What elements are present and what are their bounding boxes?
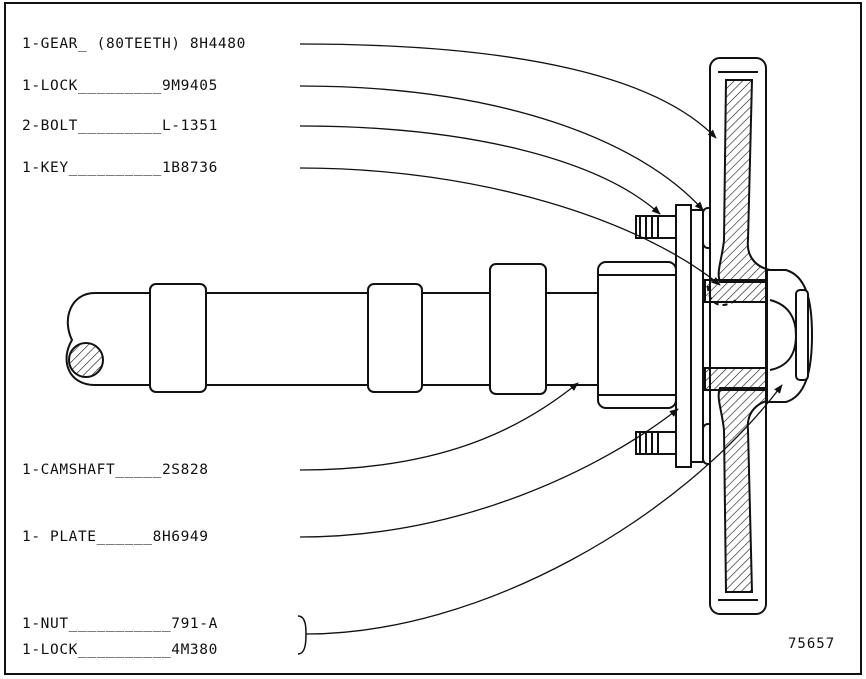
leader-lines	[299, 43, 783, 635]
label-gear: 1-GEAR_ (80TEETH) 8H4480	[22, 36, 246, 52]
label-nut: 1-NUT___________791-A	[22, 616, 218, 632]
gear	[704, 57, 771, 615]
label-camshaft: 1-CAMSHAFT_____2S828	[22, 462, 209, 478]
label-key: 1-KEY__________1B8736	[22, 160, 218, 176]
nut-and-key	[707, 269, 814, 403]
label-lock-lower: 1-LOCK__________4M380	[22, 642, 218, 658]
label-lock-upper: 1-LOCK_________9M9405	[22, 78, 218, 94]
label-bolt: 2-BOLT_________L-1351	[22, 118, 218, 134]
camshaft	[65, 261, 677, 409]
figure-number: 75657	[788, 636, 836, 652]
thrust-plate	[675, 204, 704, 468]
label-plate: 1- PLATE______8H6949	[22, 529, 209, 545]
